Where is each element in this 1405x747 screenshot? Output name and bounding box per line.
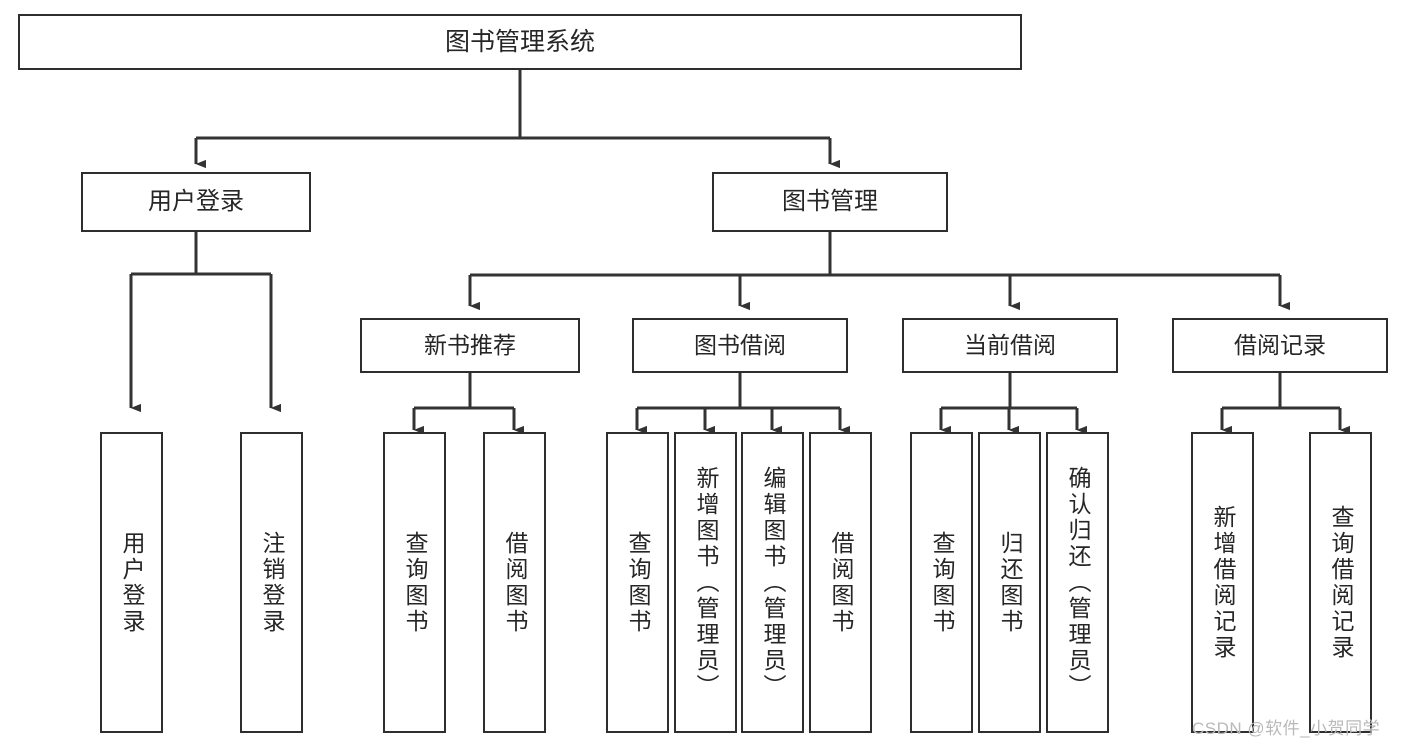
node-label: 借阅图书	[828, 530, 854, 635]
node-label: 查询图书	[929, 530, 955, 635]
node-label: 新增图书（管理员）	[693, 465, 719, 700]
node-label: 编辑图书（管理员）	[760, 465, 786, 700]
leaf-book-borrow-add[interactable]: 新增图书（管理员）	[674, 432, 737, 733]
node-book-borrow[interactable]: 图书借阅	[632, 318, 848, 373]
leaf-borrow-record-query[interactable]: 查询借阅记录	[1309, 432, 1372, 733]
leaf-current-borrow-return[interactable]: 归还图书	[978, 432, 1041, 733]
node-label: 注销登录	[259, 530, 285, 635]
node-label: 当前借阅	[964, 332, 1056, 359]
node-label: 图书管理系统	[444, 27, 595, 56]
node-label: 查询图书	[625, 530, 651, 635]
node-label: 查询图书	[402, 530, 428, 635]
node-label: 借阅记录	[1234, 332, 1326, 359]
node-borrow-record[interactable]: 借阅记录	[1172, 318, 1388, 373]
leaf-new-book-borrow[interactable]: 借阅图书	[483, 432, 546, 733]
leaf-borrow-record-add[interactable]: 新增借阅记录	[1191, 432, 1254, 733]
node-new-book-recommend[interactable]: 新书推荐	[360, 318, 580, 373]
node-user-login[interactable]: 用户登录	[81, 172, 311, 232]
node-label: 用户登录	[119, 530, 145, 635]
node-label: 图书借阅	[694, 332, 786, 359]
node-label: 查询借阅记录	[1328, 504, 1354, 661]
node-label: 新书推荐	[424, 332, 516, 359]
leaf-book-borrow-query[interactable]: 查询图书	[606, 432, 669, 733]
leaf-current-borrow-confirm-return[interactable]: 确认归还（管理员）	[1046, 432, 1109, 733]
node-book-management[interactable]: 图书管理	[712, 172, 948, 232]
leaf-book-borrow-edit[interactable]: 编辑图书（管理员）	[741, 432, 804, 733]
node-label: 用户登录	[148, 188, 244, 216]
leaf-new-book-query[interactable]: 查询图书	[383, 432, 446, 733]
leaf-user-login-logout[interactable]: 注销登录	[240, 432, 303, 733]
node-label: 新增借阅记录	[1210, 504, 1236, 661]
node-label: 确认归还（管理员）	[1065, 465, 1091, 700]
leaf-current-borrow-query[interactable]: 查询图书	[910, 432, 973, 733]
leaf-user-login-login[interactable]: 用户登录	[100, 432, 163, 733]
node-root-book-management-system[interactable]: 图书管理系统	[18, 14, 1022, 70]
node-label: 图书管理	[782, 188, 878, 216]
node-label: 归还图书	[997, 530, 1023, 635]
csdn-watermark: CSDN @软件_小贺同学	[1192, 719, 1381, 738]
node-current-borrow[interactable]: 当前借阅	[902, 318, 1118, 373]
node-label: 借阅图书	[502, 530, 528, 635]
leaf-book-borrow-borrow[interactable]: 借阅图书	[809, 432, 872, 733]
